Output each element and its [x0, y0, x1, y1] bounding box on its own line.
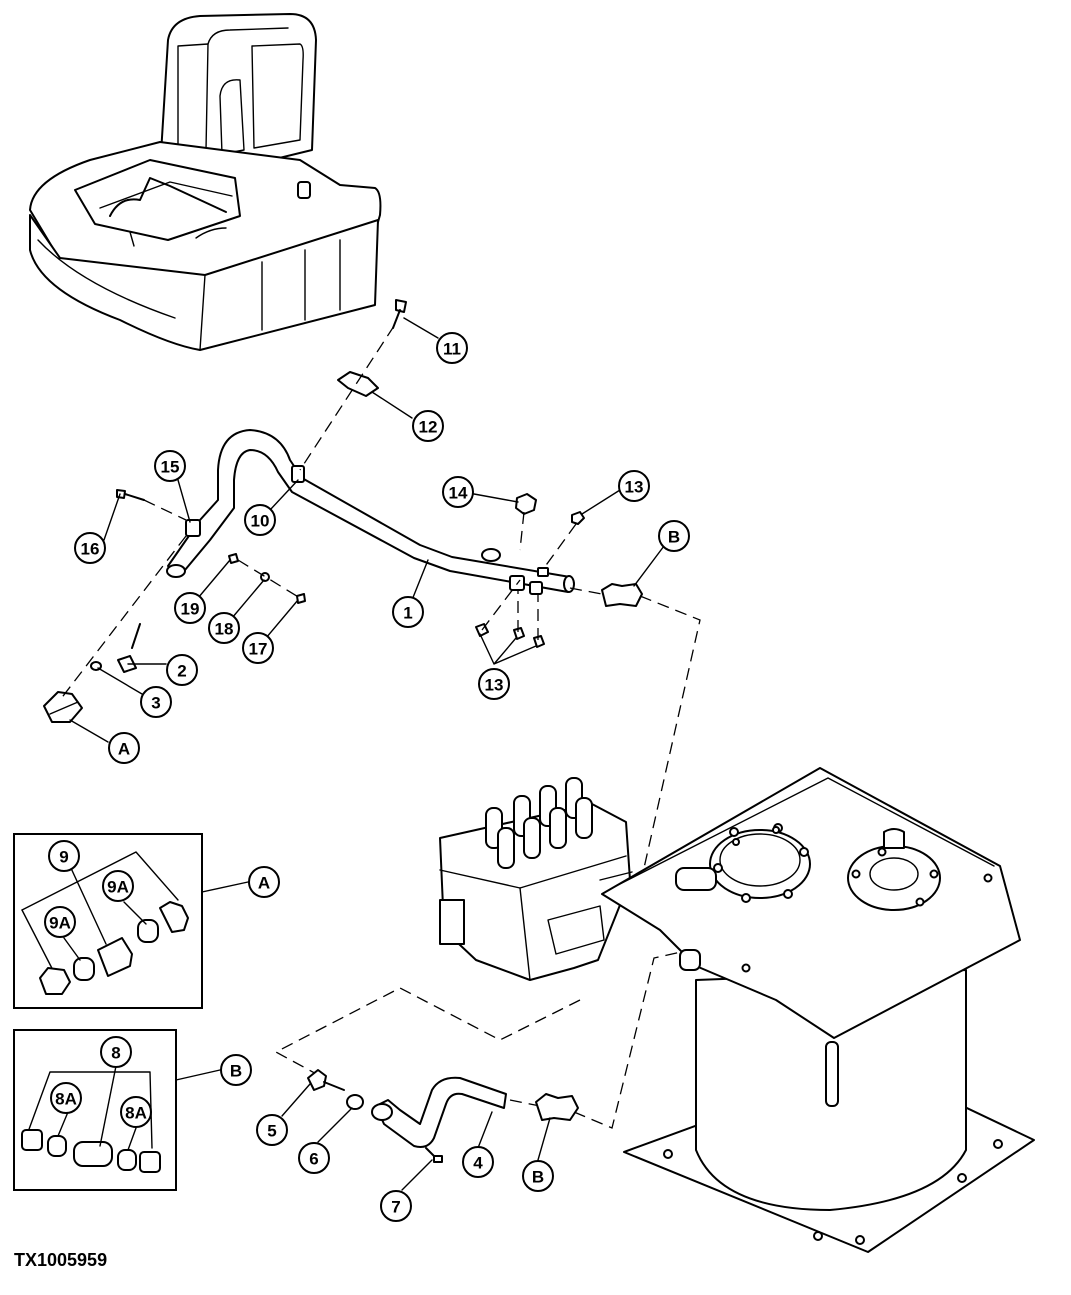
leader-4	[477, 1111, 493, 1149]
callout-3: 3	[140, 686, 172, 718]
figure-id: TX1005959	[14, 1250, 108, 1270]
svg-text:19: 19	[181, 600, 200, 619]
leader-3	[97, 667, 143, 695]
leader-17	[265, 599, 299, 639]
svg-text:15: 15	[161, 458, 180, 477]
leader-10	[269, 479, 299, 511]
svg-text:13: 13	[625, 478, 644, 497]
leader-b-top	[633, 545, 665, 587]
leader-a-lower	[69, 719, 109, 743]
svg-text:4: 4	[473, 1154, 483, 1173]
callout-16: 16	[74, 532, 106, 564]
callout-8: 8	[100, 1036, 132, 1068]
svg-text:A: A	[118, 740, 130, 759]
hardware-items	[43, 299, 643, 723]
svg-text:7: 7	[391, 1198, 400, 1217]
callout-6: 6	[298, 1142, 330, 1174]
svg-text:8: 8	[111, 1044, 120, 1063]
leader-6	[317, 1107, 353, 1143]
svg-text:10: 10	[251, 512, 270, 531]
leader-13a	[581, 489, 621, 515]
callout-7: 7	[380, 1190, 412, 1222]
callout-12: 12	[412, 410, 444, 442]
callout-13-lower: 13	[478, 668, 510, 700]
callout-2: 2	[166, 654, 198, 686]
svg-text:8A: 8A	[55, 1090, 77, 1109]
leader-9a-left	[63, 937, 81, 961]
svg-text:B: B	[230, 1062, 242, 1081]
svg-text:8A: 8A	[125, 1104, 147, 1123]
svg-text:9: 9	[59, 848, 68, 867]
callout-18: 18	[208, 612, 240, 644]
svg-text:11: 11	[443, 340, 461, 359]
leader-14	[473, 493, 519, 503]
svg-text:9A: 9A	[49, 914, 71, 933]
leader-8	[99, 1065, 117, 1147]
callout-b-box: B	[220, 1054, 252, 1086]
svg-text:9A: 9A	[107, 878, 129, 897]
leader-9a-right	[123, 901, 147, 925]
excavator-isometric	[29, 13, 382, 351]
leader-16	[103, 493, 121, 541]
callout-8a-right: 8A	[120, 1096, 152, 1128]
callout-5: 5	[256, 1114, 288, 1146]
leader-7	[401, 1159, 433, 1191]
callout-9a-left: 9A	[44, 906, 76, 938]
callout-14: 14	[442, 476, 474, 508]
leader-18	[231, 579, 265, 619]
control-valve	[439, 777, 633, 981]
leader-12	[371, 391, 413, 419]
leader-5	[281, 1083, 311, 1117]
callout-a-box: A	[248, 866, 280, 898]
leader-9	[69, 865, 107, 945]
leader-13b	[479, 633, 537, 665]
leader-1	[411, 559, 429, 601]
svg-text:16: 16	[81, 540, 100, 559]
svg-text:B: B	[532, 1168, 544, 1187]
callout-9a-right: 9A	[102, 870, 134, 902]
svg-text:2: 2	[177, 662, 186, 681]
svg-text:5: 5	[267, 1122, 276, 1141]
callout-8a-left: 8A	[50, 1082, 82, 1114]
dashed-connection-lines	[59, 325, 701, 1129]
leader-8a-right	[127, 1127, 137, 1151]
leader-8a-left	[57, 1111, 69, 1137]
leader-b-box	[175, 1069, 221, 1081]
callout-b-lower: B	[522, 1160, 554, 1192]
callout-19: 19	[174, 592, 206, 624]
callout-15: 15	[154, 450, 186, 482]
leader-15	[177, 479, 191, 523]
leader-11	[403, 317, 439, 339]
callout-a-lower: A	[108, 732, 140, 764]
callout-11: 11	[436, 332, 468, 364]
svg-text:13: 13	[485, 676, 504, 695]
svg-text:12: 12	[419, 418, 438, 437]
callouts: 11 12 15 10 14 13 B 16 19 18 17 1 2 3 13…	[44, 317, 690, 1222]
leader-b-lower	[537, 1117, 551, 1161]
hose-4-assembly	[307, 1069, 579, 1163]
callout-10: 10	[244, 504, 276, 536]
detail-box-a	[13, 833, 203, 1009]
callout-17: 17	[242, 632, 274, 664]
hydraulic-tube-1	[166, 429, 575, 595]
leader-a-box	[201, 881, 249, 893]
svg-text:3: 3	[151, 694, 160, 713]
svg-text:17: 17	[249, 640, 268, 659]
svg-text:B: B	[668, 528, 680, 547]
svg-text:18: 18	[215, 620, 234, 639]
svg-text:1: 1	[403, 604, 412, 623]
callout-9: 9	[48, 840, 80, 872]
callout-1: 1	[392, 596, 424, 628]
svg-text:14: 14	[449, 484, 468, 503]
callout-13-upper: 13	[618, 470, 650, 502]
svg-text:6: 6	[309, 1150, 318, 1169]
leader-19	[197, 559, 231, 599]
callout-4: 4	[462, 1146, 494, 1178]
callout-b-upper: B	[658, 520, 690, 552]
svg-text:A: A	[258, 874, 270, 893]
hydraulic-tank	[601, 767, 1035, 1253]
